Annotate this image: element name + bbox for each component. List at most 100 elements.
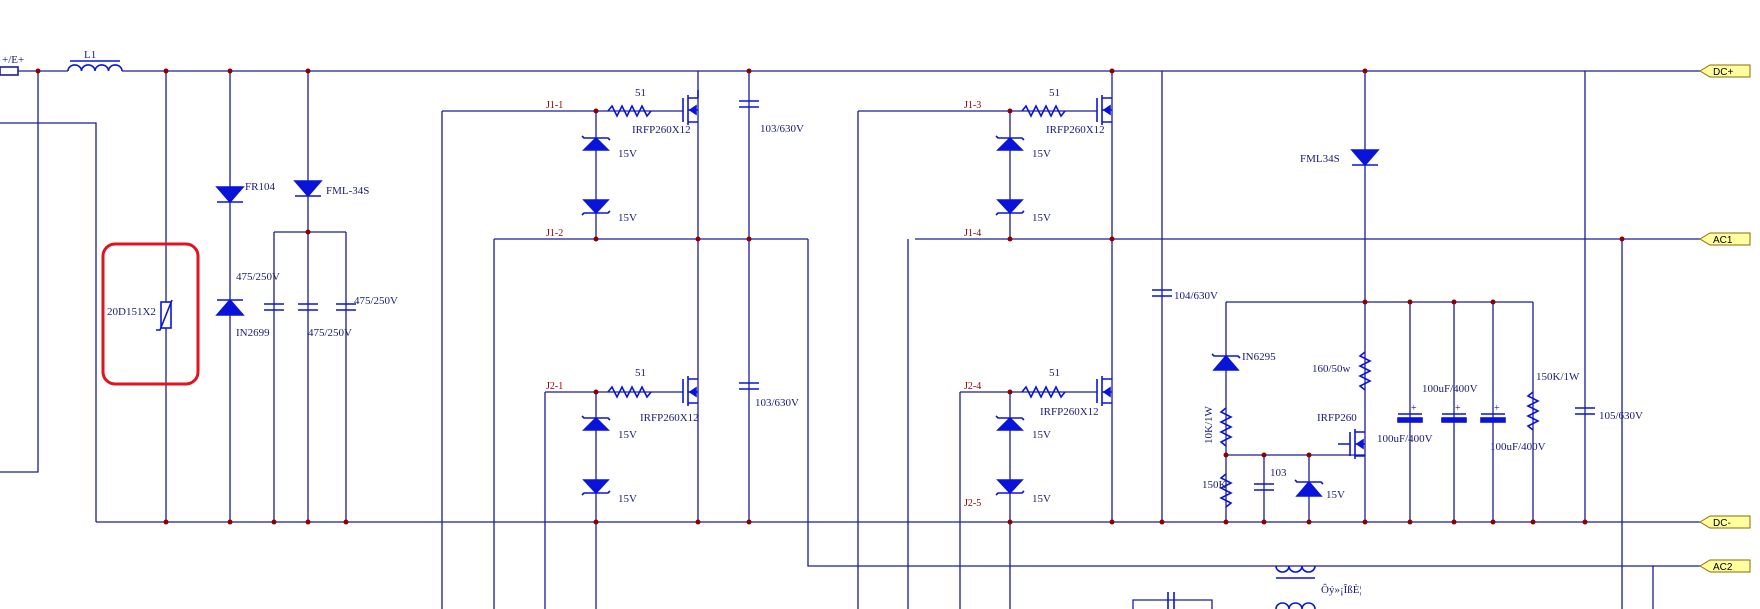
left-input-wire <box>0 71 39 473</box>
zener-in6295-symbol[interactable] <box>1211 353 1241 371</box>
port-ac1-label: AC1 <box>1713 235 1733 246</box>
cap-bottom-symbol <box>1167 592 1175 609</box>
zener-z2-symbol[interactable] <box>581 199 611 216</box>
varistor-slash <box>156 299 173 331</box>
zener-z1-symbol[interactable] <box>581 135 611 151</box>
net-j1-1: J1-1 <box>546 100 563 111</box>
mosfet-q3-symbol[interactable] <box>1096 95 1112 125</box>
label-cap-e1: 100uF/400V <box>1422 383 1478 395</box>
cap-a1-symbol[interactable] <box>264 303 284 311</box>
cap-a2-symbol[interactable] <box>298 303 318 311</box>
port-ac2-label: AC2 <box>1713 562 1733 573</box>
cap-103-symbol[interactable] <box>1254 483 1274 491</box>
diode-fml34s-b-symbol[interactable] <box>1350 149 1380 167</box>
label-z-15v-reg: 15V <box>1326 489 1345 501</box>
label-r-g1: 51 <box>635 87 646 99</box>
cap-104-symbol[interactable] <box>1152 289 1172 297</box>
label-z3: 15V <box>618 429 637 441</box>
label-cap-e3: 100uF/400V <box>1490 441 1546 453</box>
svg-text:+: + <box>1411 403 1417 414</box>
label-r-g4: 51 <box>1049 367 1060 379</box>
ports: DC+ AC1 DC- AC2 <box>1699 64 1751 573</box>
mosfet-q1-symbol[interactable] <box>682 90 699 125</box>
cap-a3-symbol[interactable] <box>336 303 356 311</box>
cap-snub1-symbol[interactable] <box>739 100 759 108</box>
cap-e1-symbol[interactable]: + <box>1397 403 1423 423</box>
cap-e3-symbol[interactable]: + <box>1480 403 1506 423</box>
cap-e2-symbol[interactable]: + <box>1441 403 1467 423</box>
label-c-snub1: 103/630V <box>760 123 804 135</box>
cap-105-symbol[interactable] <box>1575 407 1595 415</box>
resistor-150k1w-symbol[interactable] <box>1526 391 1540 431</box>
left-return-wire <box>0 122 97 522</box>
zener-z6-symbol[interactable] <box>995 199 1025 216</box>
svg-text:+: + <box>1494 403 1500 414</box>
components: + + + <box>0 60 1595 609</box>
label-q4: IRFP260X12 <box>1040 406 1099 418</box>
label-r-150k-low: 150K <box>1202 479 1227 491</box>
cap-bank-wire <box>273 231 347 522</box>
transformer-primary[interactable] <box>1275 565 1316 573</box>
resistor-160-symbol[interactable] <box>1358 351 1372 391</box>
mosfet-q2-symbol[interactable] <box>682 376 698 406</box>
zener-z3-symbol[interactable] <box>581 415 611 431</box>
resistor-g2-symbol[interactable] <box>607 385 652 399</box>
label-z6: 15V <box>1032 212 1051 224</box>
varistor-highlight-box <box>101 242 200 386</box>
cap-snub2-symbol[interactable] <box>739 382 759 390</box>
port-dc-minus-label: DC- <box>1713 518 1731 529</box>
label-fr104: FR104 <box>245 181 275 193</box>
label-c-103: 103 <box>1270 467 1287 479</box>
label-in2699: IN2699 <box>236 327 270 339</box>
zener-z4-symbol[interactable] <box>581 479 611 496</box>
label-q1: IRFP260X12 <box>632 124 691 136</box>
label-z2: 15V <box>618 212 637 224</box>
label-q3: IRFP260X12 <box>1046 124 1105 136</box>
resistor-10k-symbol[interactable] <box>1219 407 1233 447</box>
diode-fr104-symbol[interactable] <box>215 186 245 204</box>
port-dc-plus-label: DC+ <box>1713 67 1733 78</box>
zener-reg-symbol[interactable] <box>1294 479 1324 497</box>
mosfet-reg-symbol[interactable] <box>1338 429 1365 459</box>
port-ac2[interactable]: AC2 <box>1699 559 1751 573</box>
label-z7: 15V <box>1032 429 1051 441</box>
net-j2-1: J2-1 <box>546 381 563 392</box>
label-transformer: Ôý»¡ÎßÈ¦ <box>1321 584 1362 596</box>
label-r-g3: 51 <box>1049 87 1060 99</box>
ac2-rail <box>807 239 1700 567</box>
label-z5: 15V <box>1032 148 1051 160</box>
label-c-105: 105/630V <box>1599 410 1643 422</box>
zener-z5-symbol[interactable] <box>995 135 1025 151</box>
transformer-secondary <box>1275 602 1316 609</box>
resistor-g3-symbol[interactable] <box>1021 104 1066 118</box>
net-j2-5: J2-5 <box>964 498 981 509</box>
in6295-wire <box>1225 302 1365 456</box>
port-dc-plus[interactable]: DC+ <box>1699 64 1751 78</box>
label-z4: 15V <box>618 493 637 505</box>
mosfet-q4-symbol[interactable] <box>1096 376 1112 406</box>
resistor-g1-symbol[interactable] <box>607 104 652 118</box>
label-fml34s-b: FML34S <box>1300 153 1340 165</box>
net-j2-4: J2-4 <box>964 381 981 392</box>
port-dc-minus[interactable]: DC- <box>1699 515 1751 529</box>
fuse-symbol <box>0 66 19 76</box>
label-input: +/E+ <box>2 54 24 66</box>
diode-in2699-symbol[interactable] <box>215 298 245 316</box>
diode-fml34s-a-symbol[interactable] <box>293 180 323 198</box>
label-varistor: 20D151X2 <box>107 306 156 318</box>
label-cap-a3: 475/250V <box>354 295 398 307</box>
zener-z7-symbol[interactable] <box>995 415 1025 431</box>
resistor-g4-symbol[interactable] <box>1021 385 1066 399</box>
net-j1-4: J1-4 <box>964 228 981 239</box>
net-j1-3: J1-3 <box>964 100 981 111</box>
inductor-l1-symbol[interactable] <box>67 64 123 72</box>
resistor-150k-symbol[interactable] <box>1219 473 1233 508</box>
port-ac1[interactable]: AC1 <box>1699 232 1751 246</box>
zener-z8-symbol[interactable] <box>995 479 1025 496</box>
label-in6295: IN6295 <box>1242 351 1276 363</box>
label-q2: IRFP260X12 <box>640 412 699 424</box>
label-q-reg: IRFP260 <box>1317 412 1357 424</box>
svg-text:+: + <box>1455 403 1461 414</box>
label-c-104: 104/630V <box>1174 290 1218 302</box>
